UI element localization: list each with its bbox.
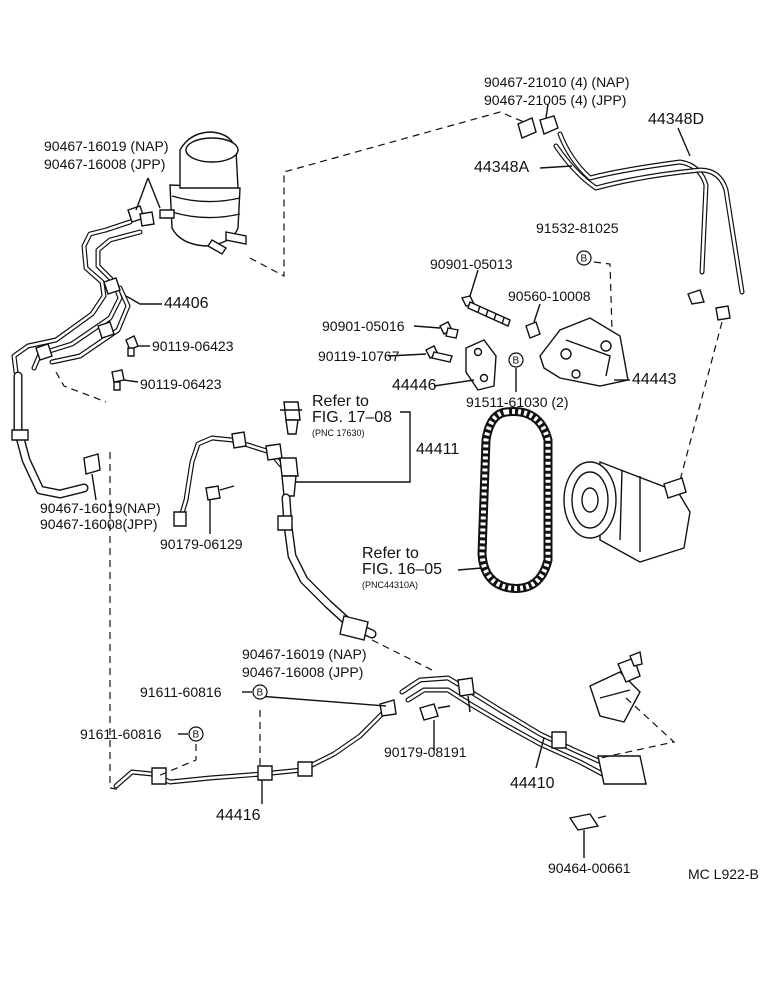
part-label-44443: 44443 [632,371,677,388]
hose-44348D [553,143,745,295]
refer-to-label-1: Refer to [312,393,369,410]
hose-clamp [297,761,313,777]
hose-clamp [277,515,293,531]
part-label-90119-10767: 90119-10767 [318,348,400,364]
hose-clamp [379,699,397,717]
hose-clamp [151,767,167,785]
hose-clamp [687,289,705,305]
union-fitting [279,457,299,497]
part-label-90467-21005: 90467-21005 (4) (JPP) [484,92,627,108]
hose-clamp [715,305,731,321]
hose-44411 [177,435,285,523]
part-label-90901-05013: 90901-05013 [430,256,513,272]
part-label-44411: 44411 [416,441,460,458]
tube-clamp [457,677,475,697]
pressure-switch [280,401,302,435]
hose-clamp [539,115,559,135]
bolt-90119-06423-lower [111,369,125,391]
part-label-90119-06423-upper: 90119-06423 [152,338,234,354]
part-label-90467-16019-tank: 90467-16019 (NAP) [44,138,169,154]
power-steering-pump [563,460,691,563]
part-label-90179-08191: 90179-08191 [384,744,467,760]
bolt-90119-10767 [425,345,453,363]
refer-pnc-44310a: (PNC44310A) [362,580,419,590]
tube-44406 [11,219,143,375]
steering-gear-valve [589,651,643,723]
part-label-44416: 44416 [216,807,261,824]
badge-b-91611-upper: B [252,684,268,700]
svg-text:B: B [193,730,200,741]
tube-clamp [551,731,567,749]
part-label-90467-21010: 90467-21010 (4) (NAP) [484,74,630,90]
part-label-91611-60816-lower: 91611-60816 [80,726,162,742]
hose-clamp [11,429,29,441]
part-label-44410: 44410 [510,775,555,792]
part-label-90119-06423-lower: 90119-06423 [140,376,222,392]
refer-figure-16-05: FIG. 16–05 [362,561,443,578]
hose-44416 [113,709,387,789]
bolt-90179-08191 [419,703,451,721]
bracket-44446 [465,339,497,391]
part-label-90467-16019-lower: 90467-16019 (NAP) [242,646,367,662]
tube-clamp [103,277,121,295]
bolt-90901-05013 [460,295,511,327]
badge-b-91532: B [576,250,592,266]
part-label-91532-81025: 91532-81025 [536,220,619,236]
tube-clamp [35,343,53,361]
hose-clamp [83,453,101,475]
part-label-90467-16008-left: 90467-16008(JPP) [40,516,158,532]
badge-b-91511: B [508,352,524,368]
refer-to-label-2: Refer to [362,545,419,562]
badge-b-91611-lower: B [188,726,204,742]
tube-44410 [399,675,643,785]
hose-clamp [231,431,247,449]
hose-44411-long [281,493,377,639]
hose-clamp [257,765,273,781]
part-label-44446: 44446 [392,377,437,394]
bolt-90119-06423-upper [125,335,139,357]
part-label-90467-16008-tank: 90467-16008 (JPP) [44,156,166,172]
bolt-90901-05016 [439,321,459,339]
svg-text:B: B [581,254,588,265]
collar-90560-10008 [525,321,541,339]
part-label-90179-06129: 90179-06129 [160,536,243,552]
drive-belt [477,407,553,593]
part-label-44406: 44406 [164,295,209,312]
svg-text:B: B [257,688,264,699]
part-label-44348D: 44348D [648,111,705,128]
bracket-44443 [539,317,629,387]
hose-clamp [139,211,155,227]
svg-text:B: B [513,356,520,367]
return-hose-left [13,371,89,499]
part-label-90901-05016: 90901-05016 [322,318,405,334]
part-label-91511-61030: 91511-61030 (2) [466,394,569,410]
illustration-code: MC L922-B [688,866,759,882]
reservoir-tank [159,131,247,255]
bolt-90179-06129 [205,485,235,501]
part-label-90467-16008-lower: 90467-16008 (JPP) [242,664,364,680]
part-label-90560-10008: 90560-10008 [508,288,591,304]
part-label-91611-60816-upper: 91611-60816 [140,684,222,700]
hose-clamp [517,117,537,139]
part-label-90464-00661: 90464-00661 [548,860,631,876]
clip-90464-00661 [568,813,607,831]
hose-fitting [339,615,369,641]
part-label-90467-16019-left: 90467-16019(NAP) [40,500,161,516]
refer-figure-17-08: FIG. 17–08 [312,409,393,426]
tube-clamp [97,321,115,339]
refer-pnc-17630: (PNC 17630) [312,428,365,438]
tube-fitting [597,755,647,785]
hose-fitting [173,511,187,527]
part-label-44348A: 44348A [474,159,530,176]
